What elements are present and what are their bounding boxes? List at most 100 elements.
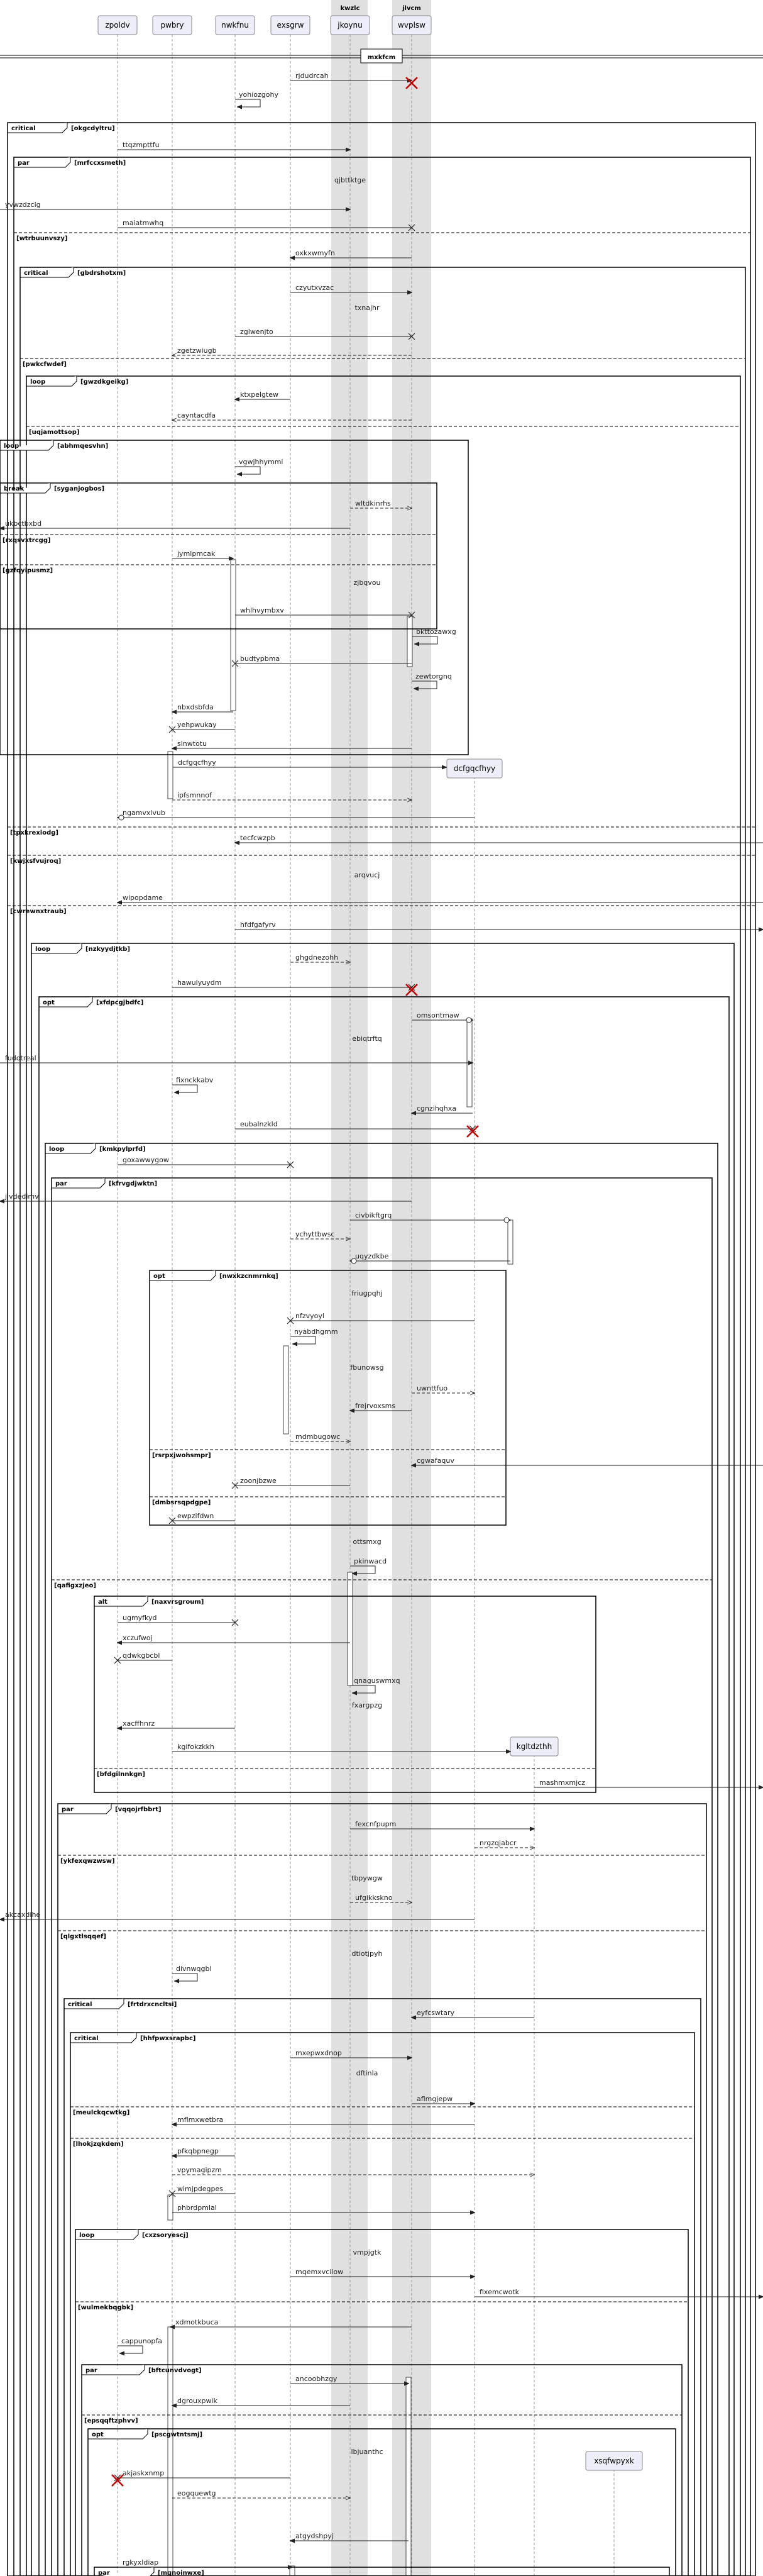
fragment-loop-16 (45, 1143, 718, 2576)
participant-jkoynu-box (330, 15, 370, 35)
message-qdwkgbcbl-label: qdwkgbcbl (123, 1652, 160, 1660)
message-divnwqgbl-label: divnwqgbl (176, 1965, 212, 1973)
message-fexcnfpupm-label: fexcnfpupm (355, 1820, 396, 1828)
fragment-alt-22-kind: alt (98, 1599, 107, 1606)
participant-xsqfwpyxk-box (585, 2451, 643, 2471)
message-dtiotjpyh-label: dtiotjpyh (352, 1950, 383, 1958)
participant-dcfgqcfhyy-box (446, 758, 503, 779)
destroy-mark-2 (466, 1125, 479, 1138)
message-akjaskxnmp-cross (114, 2474, 121, 2482)
fragment-separator-guard-6: [uqjamottsop] (29, 429, 79, 436)
fragment-separator-guard-21: [qafigxzjeo] (54, 1582, 96, 1589)
message-lbjuanthc-label: lbjuanthc (351, 2448, 383, 2456)
fragment-par-36-guard: [mgnoinwxe] (158, 2570, 204, 2576)
fragment-opt-35-tab (88, 2429, 148, 2440)
message-ancoobhzgy-label: ancoobhzgy (295, 2375, 338, 2383)
message-ebiqtrftq-label: ebiqtrftq (352, 1035, 382, 1043)
fragment-par-24-kind: par (62, 1806, 74, 1813)
message-xczufwoj-label: xczufwoj (123, 1634, 153, 1642)
message-aflmgjepw-label: aflmgjepw (417, 2095, 453, 2103)
message-dcfgqcfhyy-label: dcfgqcfhyy (178, 758, 216, 767)
fragment-break-8-guard: [syganjogbos] (54, 486, 104, 492)
fragment-critical-28-guard: [hhfpwxsrapbc] (140, 2035, 195, 2042)
message-wimjpdegpes-label: wimjpdegpes (177, 2185, 223, 2193)
participant-exsgrw-box (270, 15, 310, 35)
message-cappunopfa-label: cappunopfa (121, 2337, 162, 2345)
fragment-separator-guard-26: [qlgxtlsqqef] (60, 1933, 106, 1940)
fragment-par-24-tab (58, 1804, 112, 1814)
message-pfkqbpnegp-label: pfkqbpnegp (177, 2147, 219, 2155)
fragment-loop-5-guard: [gwzdkgeikg] (80, 379, 128, 386)
fragment-separator-guard-29: [meulckqcwtkg] (73, 2109, 129, 2116)
message-ngamvxlvub-circle (118, 814, 124, 821)
message-mflmxwetbra-label: mflmxwetbra (177, 2116, 223, 2124)
fragment-opt-18 (149, 1270, 507, 1526)
message-vmpjgtk-label: vmpjgtk (353, 2248, 382, 2257)
message-oxkxwmyfn-label: oxkxwmyfn (295, 249, 335, 257)
fragment-par-17-kind: par (55, 1180, 67, 1187)
message-nfzvyoyl-label: nfzvyoyl (295, 1312, 324, 1320)
message-arqvucj-label: arqvucj (354, 871, 380, 879)
fragment-par-24-guard: [vqqojrfbbrt] (115, 1806, 162, 1813)
fragment-par-36-kind: par (98, 2570, 110, 2576)
message-zewtorgnq-arrow (412, 680, 437, 689)
group-lane-kwzlc (331, 0, 368, 2576)
fragment-par-17-guard: [kfrvgdjwktn] (109, 1180, 157, 1187)
destroy-mark-1 (405, 984, 418, 996)
participant-nwkfnu-box (215, 15, 255, 35)
message-rjdudrcah-label: rjdudrcah (295, 72, 329, 80)
fragment-loop-31-tab (75, 2229, 139, 2240)
fragment-par-33-kind: par (85, 2367, 97, 2374)
message-dftinla-label: dftinla (356, 2069, 378, 2077)
fragment-separator-guard-2: [wtrbuunvszy] (16, 235, 67, 242)
participant-kgltdzthh-label: kgltdzthh (517, 1742, 552, 1751)
message-nyabdhgmm-arrow (290, 1336, 316, 1344)
message-ufgikkskno-label: ufgikkskno (355, 1894, 393, 1902)
message-phbrdpmlal-label: phbrdpmlal (177, 2204, 217, 2212)
message-zglwenjto-label: zglwenjto (240, 328, 273, 336)
message-pkinwacd-arrow (350, 1565, 376, 1574)
group-lane-jlvcm (392, 0, 431, 2576)
message-uwnttfuo-label: uwnttfuo (417, 1384, 447, 1392)
activation-bar-2 (167, 751, 173, 799)
message-dgrouxpwik-label: dgrouxpwik (177, 2397, 217, 2405)
message-kgifokzkkh-label: kgifokzkkh (177, 1743, 214, 1751)
message-fudotreal-label: fudotreal (5, 1054, 36, 1062)
message-ewpzifdwn-label: ewpzifdwn (177, 1512, 214, 1520)
message-xdmotkbuca-label: xdmotkbuca (175, 2318, 218, 2326)
fragment-loop-31-kind: loop (79, 2232, 94, 2239)
fragment-loop-7 (0, 440, 469, 755)
message-ukbctbxbd-label: ukbctbxbd (5, 519, 41, 528)
fragment-par-1-kind: par (18, 160, 30, 167)
message-atgydshpyj-label: atgydshpyj (295, 2532, 334, 2540)
fragment-critical-0-guard: [okgcdyltru] (71, 125, 115, 132)
fragment-par-33 (81, 2364, 683, 2576)
fragment-critical-0-tab (8, 123, 68, 133)
message-fixemcwotk-label: fixemcwotk (480, 2288, 520, 2296)
message-ottsmxg-label: ottsmxg (353, 1538, 381, 1546)
message-txnajhr-label: txnajhr (354, 304, 380, 312)
message-mashmxmjcz-label: mashmxmjcz (539, 1779, 585, 1787)
message-yehpwukay-cross (168, 726, 176, 733)
fragment-loop-16-tab (45, 1143, 96, 1154)
message-pkinwacd-label: pkinwacd (354, 1557, 387, 1565)
message-vpymagipzm-label: vpymagipzm (177, 2166, 222, 2174)
fragment-separator-guard-12: [kwjxsfvujroq] (10, 858, 61, 865)
message-nyabdhgmm-label: nyabdhgmm (294, 1328, 338, 1336)
fragment-separator-guard-19: [rsrpxjwohsmpr] (152, 1452, 211, 1459)
fragment-par-17 (51, 1177, 713, 2576)
fragment-critical-28-kind: critical (74, 2035, 99, 2042)
message-qnaguswmxq-arrow (350, 1685, 376, 1693)
message-ttqzmpttfu-label: ttqzmpttfu (123, 141, 160, 149)
message-wltdkinrhs-label: wltdkinrhs (355, 499, 391, 508)
message-eogquewtg-label: eogquewtg (177, 2489, 216, 2497)
activation-bar-0 (230, 559, 236, 711)
message-slnwtotu-label: slnwtotu (177, 740, 207, 748)
fragment-loop-31-guard: [cxzsoryescj] (142, 2232, 189, 2239)
message-zjbqvou-label: zjbqvou (353, 579, 380, 587)
message-civbikftgrq-label: civbikftgrq (355, 1211, 392, 1219)
message-vgwjhhymmi-label: vgwjhhymmi (239, 458, 283, 466)
fragment-loop-14-tab (31, 943, 82, 954)
participant-pwbry-label: pwbry (160, 21, 184, 30)
message-friugpqhj-label: friugpqhj (351, 1289, 382, 1297)
